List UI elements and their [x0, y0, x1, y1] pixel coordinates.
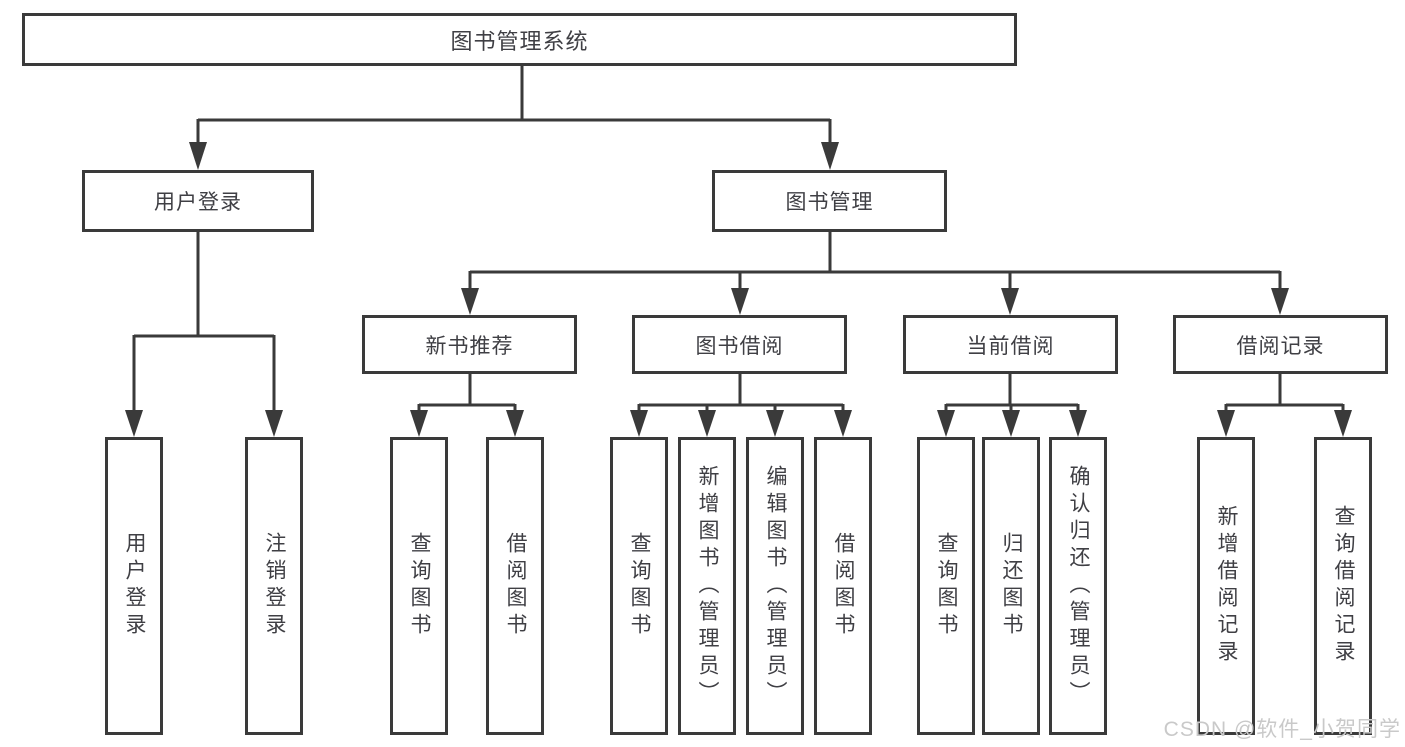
leaf-confirm-return-admin: 确认归还（管理员）	[1049, 437, 1107, 735]
leaf-borrow-book-newbook: 借阅图书	[486, 437, 544, 735]
leaf-user-login: 用户登录	[105, 437, 163, 735]
csdn-watermark: CSDN @软件_小贺同学	[1163, 718, 1401, 741]
leaf-query-book-borrow: 查询图书	[610, 437, 668, 735]
node-book-borrow: 图书借阅	[632, 315, 847, 374]
leaf-logout: 注销登录	[245, 437, 303, 735]
node-borrow-records: 借阅记录	[1173, 315, 1388, 374]
arrowheads	[125, 142, 1352, 437]
node-new-book-recommend: 新书推荐	[362, 315, 577, 374]
node-user-login: 用户登录	[82, 170, 314, 232]
leaf-query-book-current: 查询图书	[917, 437, 975, 735]
leaf-edit-book-admin: 编辑图书（管理员）	[746, 437, 804, 735]
leaf-add-borrow-record: 新增借阅记录	[1197, 437, 1255, 735]
node-book-management: 图书管理	[712, 170, 947, 232]
leaf-borrow-book: 借阅图书	[814, 437, 872, 735]
node-current-borrow: 当前借阅	[903, 315, 1118, 374]
node-library-management-system: 图书管理系统	[22, 13, 1017, 66]
leaf-return-book: 归还图书	[982, 437, 1040, 735]
leaf-query-borrow-record: 查询借阅记录	[1314, 437, 1372, 735]
leaf-add-book-admin: 新增图书（管理员）	[678, 437, 736, 735]
leaf-query-book-newbook: 查询图书	[390, 437, 448, 735]
